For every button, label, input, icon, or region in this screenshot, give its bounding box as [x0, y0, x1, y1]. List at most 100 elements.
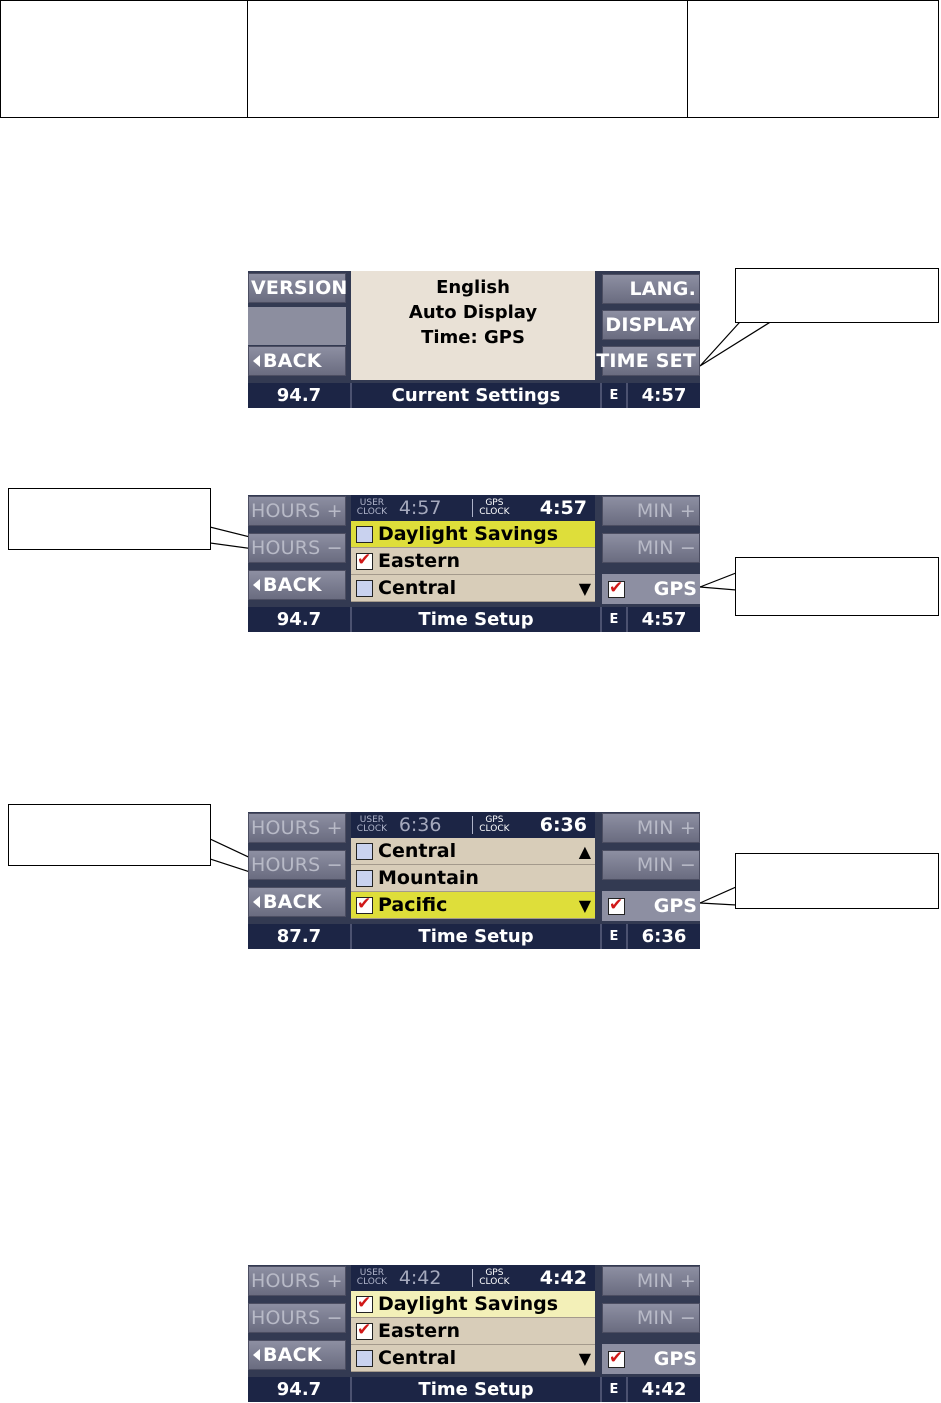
gps-toggle[interactable]: GPS [602, 1344, 700, 1374]
gps-clock-time: 4:42 [539, 1267, 587, 1289]
callout-box [8, 488, 211, 550]
gps-label: GPS [653, 895, 697, 917]
hours-plus-button[interactable]: HOURS + [248, 496, 346, 526]
list-item[interactable]: Central ▼ [351, 575, 595, 602]
gps-clock-time: 6:36 [539, 814, 587, 836]
list-item-label: Eastern [378, 1320, 460, 1342]
language-setting: English [436, 277, 510, 298]
settings-panel: English Auto Display Time: GPS [351, 271, 595, 380]
list-item-label: Daylight Savings [378, 1293, 559, 1315]
list-item-label: Eastern [378, 550, 460, 572]
list-item[interactable]: Central▲ [351, 838, 595, 865]
list-item[interactable]: Eastern [351, 1318, 595, 1345]
min-minus-button[interactable]: MIN − [602, 850, 700, 880]
list-item-label: Central [378, 1347, 457, 1369]
time-set-button[interactable]: TIME SET [596, 346, 700, 376]
checkbox[interactable] [356, 1349, 373, 1367]
clock-time: 6:36 [641, 926, 687, 947]
list-item[interactable]: Central ▼ [351, 1345, 595, 1372]
gps-clock-time: 4:57 [539, 497, 587, 519]
timezone-list: Daylight Savings Eastern Central ▼ [351, 521, 595, 602]
gps-toggle[interactable]: GPS [602, 574, 700, 604]
checkbox-checked[interactable] [356, 894, 373, 914]
back-arrow-icon [253, 579, 260, 591]
hours-minus-button[interactable]: HOURS − [248, 1303, 346, 1333]
min-plus-button[interactable]: MIN + [602, 813, 700, 843]
min-minus-button[interactable]: MIN − [602, 1303, 700, 1333]
list-item-label: Pacific [378, 894, 448, 916]
hours-minus-button[interactable]: HOURS − [248, 850, 346, 880]
back-button[interactable]: BACK [248, 887, 346, 917]
screen-title: Time Setup [352, 924, 602, 949]
min-plus-button[interactable]: MIN + [602, 496, 700, 526]
callout-box [735, 268, 939, 323]
list-item-label: Daylight Savings [378, 523, 559, 545]
scroll-down-icon[interactable]: ▼ [578, 895, 591, 915]
mode-indicator: E [602, 1377, 628, 1402]
scroll-down-icon[interactable]: ▼ [578, 578, 591, 598]
header-cell [1, 1, 248, 117]
list-item[interactable]: Daylight Savings [351, 1291, 595, 1318]
scroll-down-icon[interactable]: ▼ [578, 1348, 591, 1368]
mode-indicator: E [602, 924, 628, 949]
callout-box [8, 804, 211, 866]
min-plus-button[interactable]: MIN + [602, 1266, 700, 1296]
back-label: BACK [263, 574, 322, 596]
radio-frequency: 94.7 [248, 1377, 352, 1402]
screen-title: Current Settings [352, 383, 602, 408]
back-arrow-icon [253, 1349, 260, 1361]
display-setting: Auto Display [408, 302, 538, 323]
hours-minus-button[interactable]: HOURS − [248, 533, 346, 563]
list-item[interactable]: Eastern [351, 548, 595, 575]
checkbox-checked[interactable] [356, 1320, 373, 1340]
checkbox-checked[interactable] [356, 1293, 373, 1313]
clock-time: 4:42 [641, 1379, 687, 1400]
clock-time: 4:57 [641, 385, 687, 406]
scroll-up-icon[interactable]: ▲ [578, 841, 591, 861]
gps-checkbox[interactable] [608, 578, 625, 598]
time-setting: Time: GPS [421, 327, 525, 348]
screen-title: Time Setup [352, 607, 602, 632]
min-minus-button[interactable]: MIN − [602, 533, 700, 563]
lang-button[interactable]: LANG. [602, 274, 700, 304]
back-button[interactable]: BACK [248, 346, 346, 376]
list-item[interactable]: Mountain [351, 865, 595, 892]
back-button[interactable]: BACK [248, 570, 346, 600]
version-button[interactable]: VERSION [248, 273, 347, 303]
status-bar: 94.7 Current Settings E 4:57 [248, 383, 700, 408]
gps-checkbox[interactable] [608, 895, 625, 915]
clock-time: 4:57 [641, 609, 687, 630]
gps-toggle[interactable]: GPS [602, 891, 700, 921]
header-table [0, 0, 939, 118]
gps-checkbox[interactable] [608, 1348, 625, 1368]
list-item[interactable]: Pacific ▼ [351, 892, 595, 919]
hours-plus-button[interactable]: HOURS + [248, 813, 346, 843]
status-bar: 87.7 Time Setup E 6:36 [248, 924, 700, 949]
checkbox[interactable] [356, 842, 373, 860]
radio-frequency: 94.7 [248, 383, 352, 408]
display-button[interactable]: DISPLAY [602, 310, 700, 340]
hours-plus-button[interactable]: HOURS + [248, 1266, 346, 1296]
blank-panel [248, 307, 346, 345]
list-item[interactable]: Daylight Savings [351, 521, 595, 548]
callout-box [735, 853, 939, 909]
checkbox-checked[interactable] [356, 550, 373, 570]
checkbox[interactable] [356, 579, 373, 597]
user-clock-time: 6:36 [398, 814, 442, 836]
back-button[interactable]: BACK [248, 1340, 346, 1370]
checkbox[interactable] [356, 869, 373, 887]
user-clock-time: 4:57 [398, 497, 442, 519]
checkbox[interactable] [356, 525, 373, 543]
list-item-label: Central [378, 577, 457, 599]
